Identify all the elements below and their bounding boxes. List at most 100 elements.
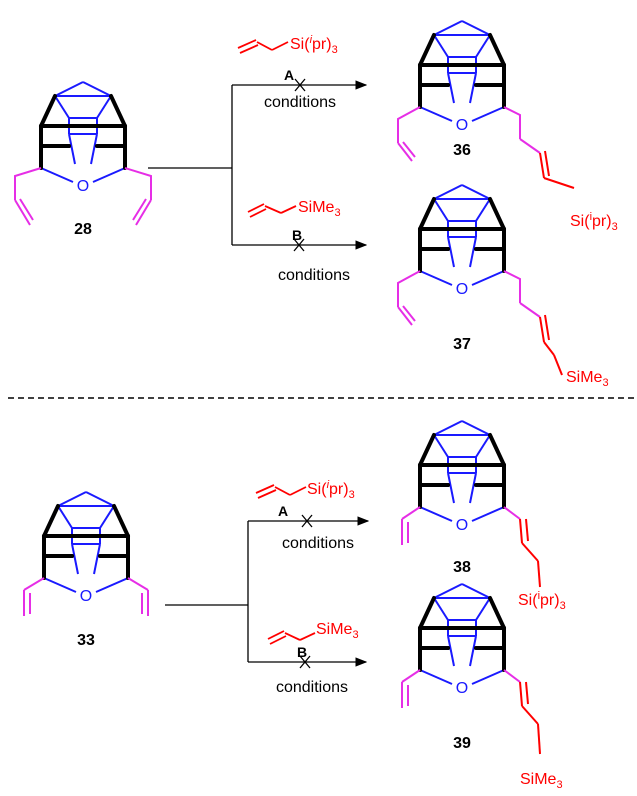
reagent-label: SiMe3 <box>316 621 359 641</box>
path-letter: B <box>297 644 307 660</box>
reagent-allyl-tms: SiMe3 <box>267 621 359 645</box>
cage-bond <box>90 133 98 165</box>
cage-bond <box>92 167 126 183</box>
cage-bond <box>471 106 505 122</box>
cage-bond <box>419 106 453 122</box>
cage-bond <box>433 597 449 621</box>
silyl-group-label: SiMe3 <box>566 369 609 389</box>
cage-bond <box>471 506 505 522</box>
oxygen-atom: O <box>456 281 468 298</box>
cage-bond <box>95 577 129 593</box>
bold-cage-bond <box>488 197 506 231</box>
oxygen-atom: O <box>456 680 468 697</box>
arrow-path-b: B conditions SiMe3 <box>232 199 368 284</box>
cage-skeleton <box>42 491 130 593</box>
path-letter: A <box>284 67 294 83</box>
conditions-text: conditions <box>282 535 354 552</box>
cage-bond <box>99 505 115 529</box>
bold-cage-bond <box>418 596 436 630</box>
cage-bond <box>433 198 449 222</box>
allyl-left <box>397 270 421 326</box>
path-letter: B <box>292 227 302 243</box>
vinyl-left <box>401 669 421 708</box>
cage-bond <box>96 95 112 119</box>
cage-bond <box>461 420 491 436</box>
cage-skeleton <box>418 583 506 685</box>
compound-label: 37 <box>453 336 471 353</box>
cage-bond <box>71 543 79 575</box>
allyl-left <box>14 167 42 226</box>
cage-bond <box>469 236 477 268</box>
reagent-allyl-tips: Si(ipr)3 <box>255 479 355 501</box>
cage-bond <box>93 543 101 575</box>
cage-bond <box>475 198 491 222</box>
cage-bond <box>419 270 453 286</box>
silyl-chain <box>503 506 541 588</box>
cage-bond <box>85 491 115 507</box>
arrow-path-a: A conditions Si(ipr)3 <box>248 479 370 552</box>
blocked-cross-icon <box>294 78 306 92</box>
compound-label: 28 <box>74 221 92 238</box>
cage-bond <box>475 597 491 621</box>
cage-skeleton <box>39 81 127 183</box>
silyl-group-label: Si(ipr)3 <box>518 590 566 612</box>
conditions-text: conditions <box>278 267 350 284</box>
cage-bond <box>471 669 505 685</box>
cage-bond <box>461 20 491 36</box>
cage-skeleton <box>418 420 506 522</box>
cage-bond <box>447 72 455 104</box>
compound-label: 36 <box>453 142 471 159</box>
reagent-allyl-tms: SiMe3 <box>247 199 341 219</box>
arrow-path-b: B conditions SiMe3 <box>248 621 368 696</box>
cage-bond <box>447 472 455 504</box>
silyl-chain <box>503 669 541 755</box>
cage-bond <box>54 81 84 97</box>
reagent-label: Si(ipr)3 <box>307 479 355 501</box>
cage-bond <box>419 506 453 522</box>
cage-bond <box>433 434 449 458</box>
compound-33: O 33 <box>23 491 149 649</box>
branch-connector <box>148 85 233 245</box>
cage-bond <box>447 635 455 667</box>
cage-bond <box>419 669 453 685</box>
cage-bond <box>43 577 77 593</box>
cage-bond <box>433 420 463 436</box>
cage-bond <box>471 270 505 286</box>
cage-bond <box>433 583 463 599</box>
silyl-chain <box>503 106 575 189</box>
blocked-cross-icon <box>301 514 313 528</box>
cage-skeleton <box>418 20 506 122</box>
bold-cage-bond <box>488 433 506 467</box>
cage-bond <box>469 72 477 104</box>
arrow-path-a: A conditions Si(ipr)3 <box>232 34 368 111</box>
vinyl-right <box>127 577 149 616</box>
cage-bond <box>433 184 463 200</box>
compound-label: 38 <box>453 559 471 576</box>
cage-bond <box>433 34 449 58</box>
compound-38: Si(ipr)3 O 38 <box>401 420 566 612</box>
bold-cage-bond <box>418 433 436 467</box>
blocked-cross-icon <box>293 238 305 252</box>
path-letter: A <box>278 503 288 519</box>
bold-cage-bond <box>109 94 127 128</box>
bottom-scheme: O 33 A conditions Si(ipr)3 <box>23 420 566 791</box>
bold-cage-bond <box>39 94 57 128</box>
cage-bond <box>447 236 455 268</box>
cage-bond <box>469 472 477 504</box>
cage-bond <box>54 95 70 119</box>
vinyl-left <box>401 506 421 545</box>
cage-bond <box>433 20 463 36</box>
cage-bond <box>461 583 491 599</box>
cage-skeleton <box>418 184 506 286</box>
reagent-label: SiMe3 <box>298 199 341 219</box>
allyl-left <box>397 106 421 162</box>
cage-bond <box>82 81 112 97</box>
oxygen-atom: O <box>80 588 92 605</box>
reagent-label: Si(ipr)3 <box>290 34 338 56</box>
conditions-text: conditions <box>276 679 348 696</box>
bold-cage-bond <box>488 596 506 630</box>
oxygen-atom: O <box>456 517 468 534</box>
compound-37: SiMe3 O 37 <box>397 184 609 389</box>
bold-cage-bond <box>418 33 436 67</box>
